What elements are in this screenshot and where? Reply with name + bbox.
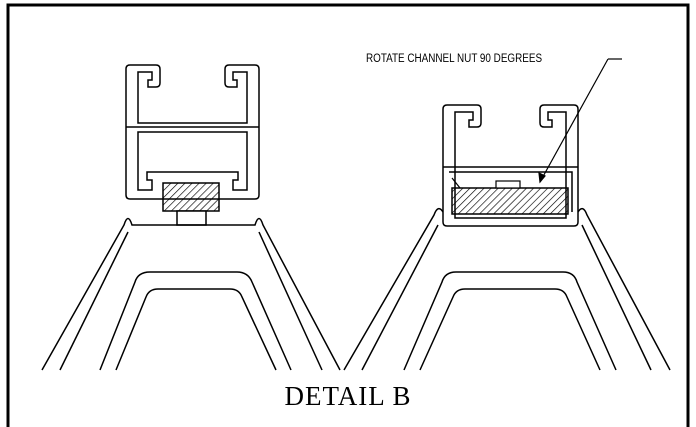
right-channel [442,104,579,227]
left-channel [125,64,260,200]
callout-leader [538,58,622,184]
right-channel-nut [451,177,569,215]
right-support [343,207,671,371]
callout-label: ROTATE CHANNEL NUT 90 DEGREES [366,53,543,65]
left-channel-nut [162,182,220,226]
left-support [41,217,341,371]
drawing-border [6,3,690,427]
detail-title: DETAIL B [284,381,412,411]
